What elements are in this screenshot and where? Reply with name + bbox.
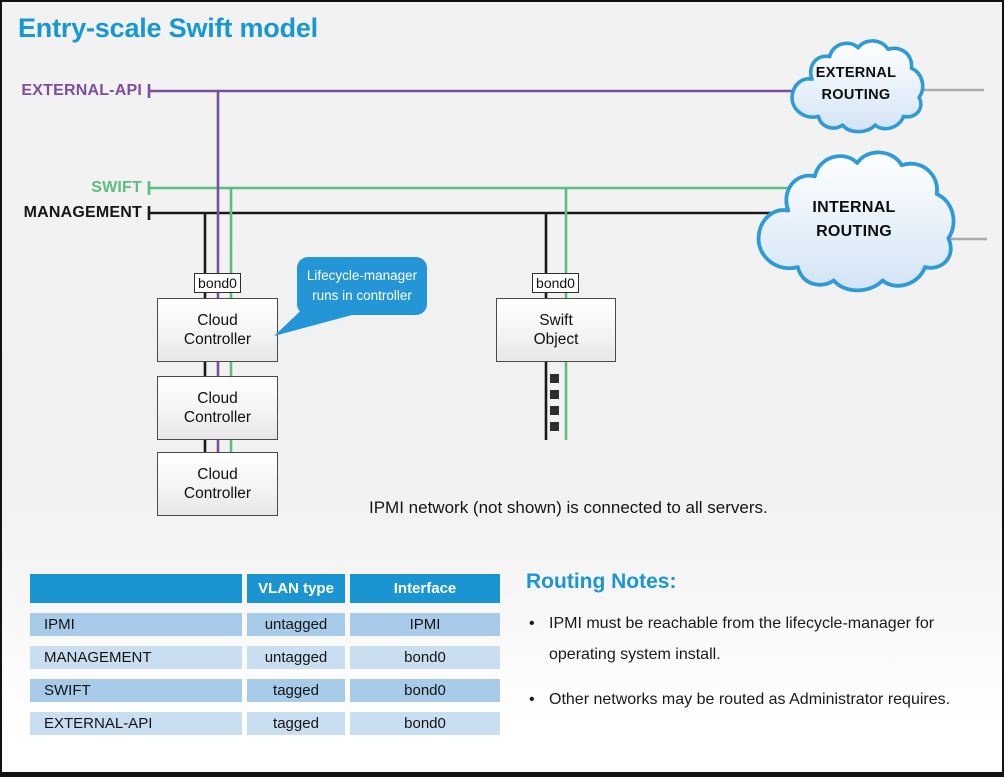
table-header-network: [30, 574, 242, 603]
table-cell-network: EXTERNAL-API: [30, 712, 242, 735]
routing-notes: Routing Notes: IPMI must be reachable fr…: [526, 570, 992, 730]
vlan-table: VLAN type Interface IPMI untagged IPMI M…: [30, 574, 500, 735]
table-header-interface: Interface: [350, 574, 500, 603]
internal-routing-cloud: INTERNAL ROUTING: [748, 142, 960, 297]
cloud-icon: [748, 142, 960, 297]
ipmi-note: IPMI network (not shown) is connected to…: [369, 498, 768, 517]
table-cell-interface: bond0: [350, 712, 500, 735]
table-cell-interface: IPMI: [350, 613, 500, 636]
lifecycle-manager-callout: Lifecycle-manager runs in controller: [297, 257, 427, 315]
server-box-swift-object: Swift Object: [496, 298, 616, 362]
table-header-vlan-type: VLAN type: [247, 574, 345, 603]
more-servers-ellipsis: [550, 374, 559, 431]
table-cell-vlan-type: untagged: [247, 646, 345, 669]
table-cell-network: MANAGEMENT: [30, 646, 242, 669]
bond0-label-controllers: bond0: [194, 273, 241, 293]
external-routing-label: EXTERNAL ROUTING: [815, 65, 897, 103]
page-title: Entry-scale Swift model: [18, 13, 318, 43]
table-cell-interface: bond0: [350, 679, 500, 702]
table-cell-vlan-type: tagged: [247, 712, 345, 735]
table-cell-vlan-type: tagged: [247, 679, 345, 702]
external-routing-cloud: EXTERNAL ROUTING: [785, 34, 927, 136]
bond0-label-swift-object: bond0: [532, 273, 579, 293]
server-box-cloud-controller-1: Cloud Controller: [157, 298, 278, 362]
network-label-external-api: EXTERNAL-API: [21, 82, 142, 99]
table-cell-interface: bond0: [350, 646, 500, 669]
network-label-swift: SWIFT: [91, 179, 142, 196]
routing-notes-title: Routing Notes:: [526, 570, 677, 593]
routing-note-item: IPMI must be reachable from the lifecycl…: [526, 608, 992, 670]
table-cell-network: IPMI: [30, 613, 242, 636]
server-box-cloud-controller-2: Cloud Controller: [157, 376, 278, 440]
routing-note-item: Other networks may be routed as Administ…: [526, 684, 992, 715]
network-label-management: MANAGEMENT: [23, 204, 142, 221]
server-box-cloud-controller-3: Cloud Controller: [157, 452, 278, 516]
cloud-icon: [785, 34, 927, 136]
routing-notes-list: IPMI must be reachable from the lifecycl…: [526, 608, 992, 716]
internal-routing-label: INTERNAL ROUTING: [812, 198, 896, 240]
table-cell-vlan-type: untagged: [247, 613, 345, 636]
table-cell-network: SWIFT: [30, 679, 242, 702]
